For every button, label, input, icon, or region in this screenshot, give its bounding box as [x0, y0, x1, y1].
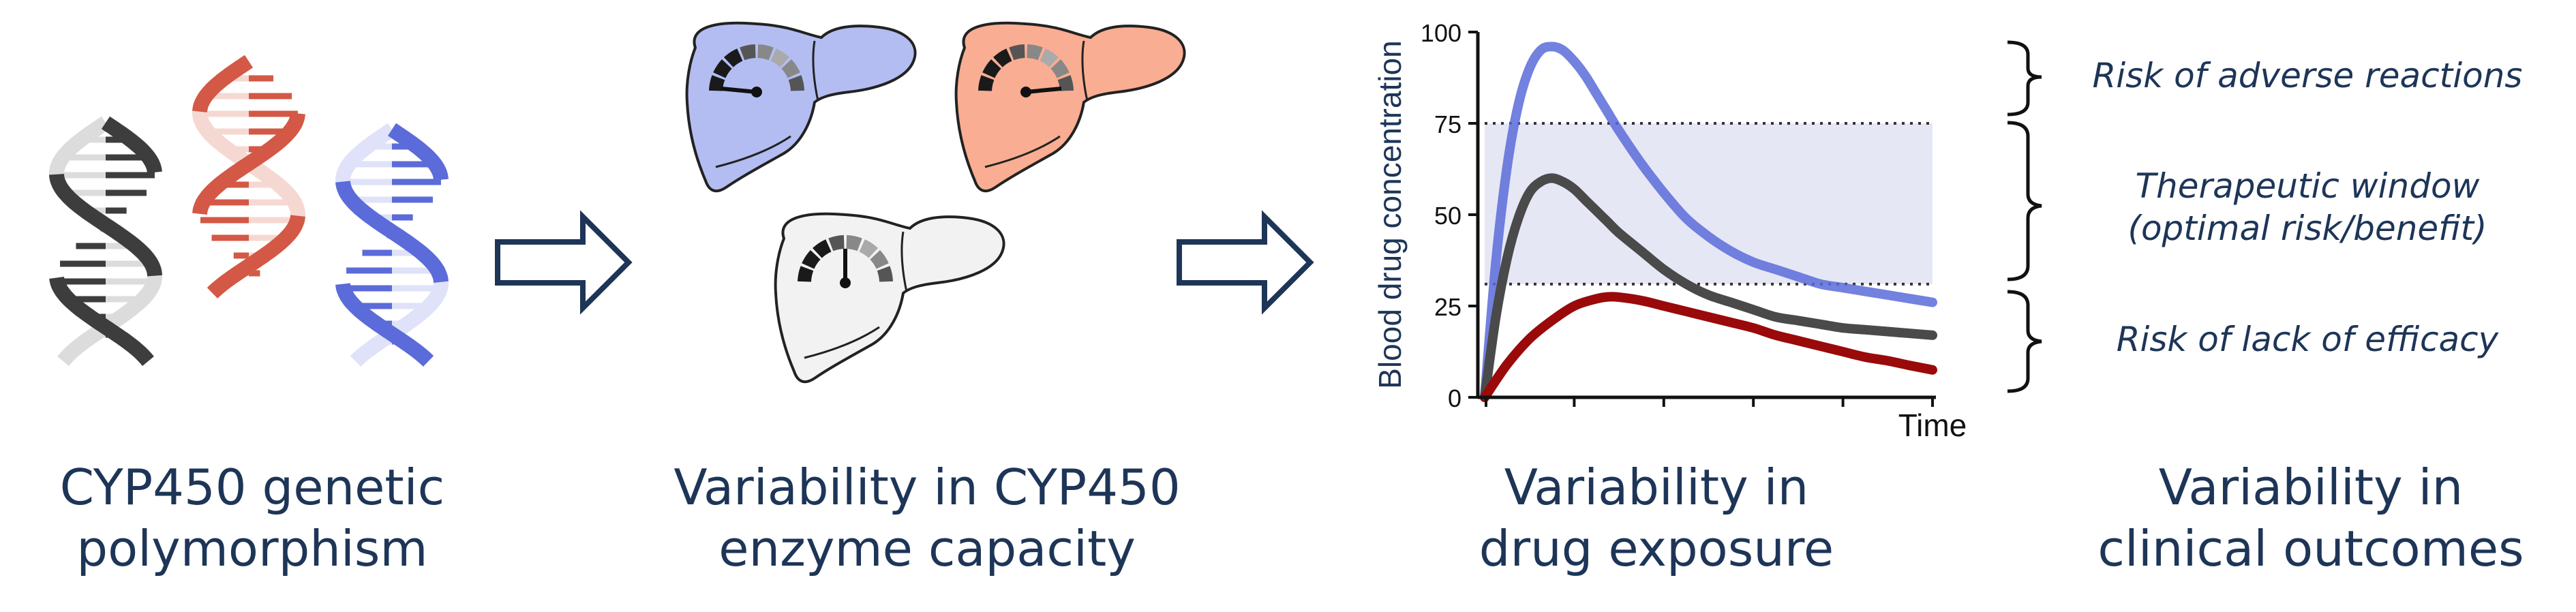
liver-lobe-line: [900, 231, 908, 292]
curve-high-exposure: [1480, 42, 1937, 402]
therapeutic-window-label: Therapeutic window: [2136, 166, 2480, 206]
liver-edge-line: [804, 326, 880, 359]
liver-blue-icon: [685, 21, 917, 193]
gauge-segment: [788, 75, 804, 91]
gauge-segment: [724, 48, 743, 67]
dna-helix-dark-icon: [48, 116, 163, 367]
caption-line: polymorphism: [76, 520, 428, 577]
x-axis-label: Time: [1898, 408, 1967, 443]
liver-edge-line: [715, 135, 791, 168]
gauge-hub: [840, 277, 851, 288]
gauge-segment: [798, 266, 814, 282]
gauge-segment: [982, 59, 1001, 78]
helix-strand-front: [192, 55, 254, 112]
brace-adverse-icon: [2007, 40, 2042, 117]
helix-strand-front: [101, 116, 162, 174]
caption-line: Variability in: [1504, 459, 1809, 516]
gauge-segment: [813, 239, 832, 258]
helix-strand-front: [192, 112, 305, 215]
y-tick-label: 75: [1434, 110, 1461, 138]
liver-shape: [685, 21, 917, 193]
gauge-segment: [846, 235, 862, 251]
dna-helix-blue-icon: [335, 123, 449, 367]
caption-enzyme-capacity: Variability in CYP450 enzyme capacity: [627, 457, 1227, 579]
caption-clinical-outcomes: Variability in clinical outcomes: [2059, 457, 2563, 579]
caption-line: Variability in CYP450: [673, 459, 1181, 516]
helix-strand-front: [335, 181, 449, 283]
gauge-segment: [859, 239, 878, 258]
gauge-segment: [1057, 75, 1074, 91]
gauge-segment: [1050, 59, 1070, 78]
y-axis-label: Blood drug concentration: [1372, 40, 1408, 388]
liver-lobe-line: [812, 40, 819, 102]
therapeutic-window-band: [1485, 123, 1933, 284]
liver-shape: [954, 21, 1186, 193]
caption-line: drug exposure: [1479, 520, 1834, 577]
y-tick-label: 25: [1434, 293, 1461, 321]
gauge-segment: [877, 266, 893, 282]
gauge-hub: [751, 87, 762, 97]
helix-strand-front: [207, 215, 305, 299]
brace-window-icon: [2007, 121, 2042, 281]
dna-helices-group: [48, 55, 449, 367]
gauge-segment: [713, 59, 732, 78]
therapeutic-window-sublabel: (optimal risk/benefit): [2127, 209, 2487, 248]
gauge-segment: [770, 48, 789, 67]
liver-orange-icon: [954, 21, 1186, 193]
helix-strand-front: [387, 123, 449, 181]
gauge-segment: [978, 75, 995, 91]
risk-adverse-label: Risk of adverse reactions: [2093, 56, 2523, 95]
risk-lack-label: Risk of lack of efficacy: [2117, 320, 2500, 359]
caption-line: clinical outcomes: [2097, 520, 2524, 577]
caption-line: CYP450 genetic: [59, 459, 445, 516]
caption-line: enzyme capacity: [718, 520, 1136, 577]
y-tick-label: 100: [1421, 19, 1461, 47]
helix-strand-front: [335, 283, 434, 367]
gauge-segment: [757, 44, 774, 61]
liver-edge-line: [984, 135, 1061, 168]
dna-helix-red-icon: [192, 55, 305, 299]
pk-chart: 0 25 50 75 100 Blood drug concentration Time: [1372, 19, 1967, 443]
arrow-icon: [495, 210, 633, 315]
caption-line: Variability in: [2158, 459, 2464, 516]
brace-lack-icon: [2007, 290, 2042, 393]
caption-genetic-polymorphism: CYP450 genetic polymorphism: [14, 457, 491, 579]
gauge-needle: [1025, 87, 1062, 94]
gauge-segment: [1009, 44, 1025, 61]
gauge-segment: [781, 59, 800, 78]
gauge-segment: [993, 48, 1012, 67]
gauge-segment: [802, 250, 821, 269]
gauge-segment: [709, 75, 725, 91]
liver-lobe-line: [1081, 40, 1089, 102]
caption-drug-exposure: Variability in drug exposure: [1418, 457, 1895, 579]
helix-strand-front: [49, 276, 154, 367]
liver-shape: [774, 212, 1005, 384]
arrow-icon: [1177, 210, 1314, 315]
gauge-segment: [740, 44, 756, 61]
curve-normal-exposure: [1480, 173, 1937, 402]
gauge-segment: [1027, 44, 1043, 61]
y-tick-label: 0: [1448, 384, 1461, 412]
liver-white-icon: [774, 212, 1005, 384]
gauge-segment: [870, 250, 889, 269]
helix-strand-front: [49, 174, 162, 277]
y-tick-label: 50: [1434, 202, 1461, 230]
curve-low-exposure: [1480, 292, 1937, 402]
gauge-segment: [1040, 48, 1059, 67]
gauge-segment: [828, 235, 845, 251]
gauge-hub: [1020, 87, 1031, 97]
gauge-needle: [721, 87, 757, 94]
